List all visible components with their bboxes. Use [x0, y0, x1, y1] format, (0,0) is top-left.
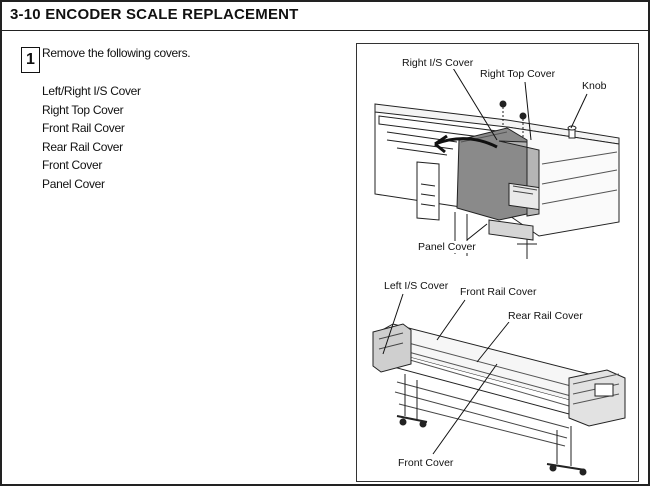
label-front-rail-cover: Front Rail Cover [459, 286, 538, 298]
label-knob: Knob [581, 80, 608, 92]
cover-list: Left/Right I/S Cover Right Top Cover Fro… [42, 82, 141, 194]
list-item: Rear Rail Cover [42, 139, 123, 154]
label-rear-rail-cover: Rear Rail Cover [507, 310, 584, 322]
step-instruction: Remove the following covers. [42, 46, 191, 60]
label-right-is-cover: Right I/S Cover [401, 57, 475, 69]
printer-closeup [374, 67, 620, 259]
printer-illustration [372, 67, 626, 476]
list-item: Left/Right I/S Cover [42, 84, 141, 98]
label-right-top-cover: Right Top Cover [479, 68, 557, 80]
list-item: Right Top Cover [42, 102, 124, 117]
label-front-cover: Front Cover [397, 457, 455, 469]
illustration-frame: Right I/S Cover Right Top Cover Knob Pan… [356, 43, 639, 482]
header-divider [2, 30, 648, 31]
printer-full-view [372, 293, 626, 476]
left-is-cover-shape [372, 323, 412, 373]
step-number: 1 [21, 47, 40, 73]
label-panel-cover: Panel Cover [417, 241, 477, 253]
list-item: Front Cover [42, 158, 103, 173]
label-left-is-cover: Left I/S Cover [383, 280, 450, 292]
list-item: Panel Cover [42, 176, 105, 191]
list-item: Front Rail Cover [42, 121, 125, 136]
section-title: 3-10 ENCODER SCALE REPLACEMENT [10, 6, 299, 23]
